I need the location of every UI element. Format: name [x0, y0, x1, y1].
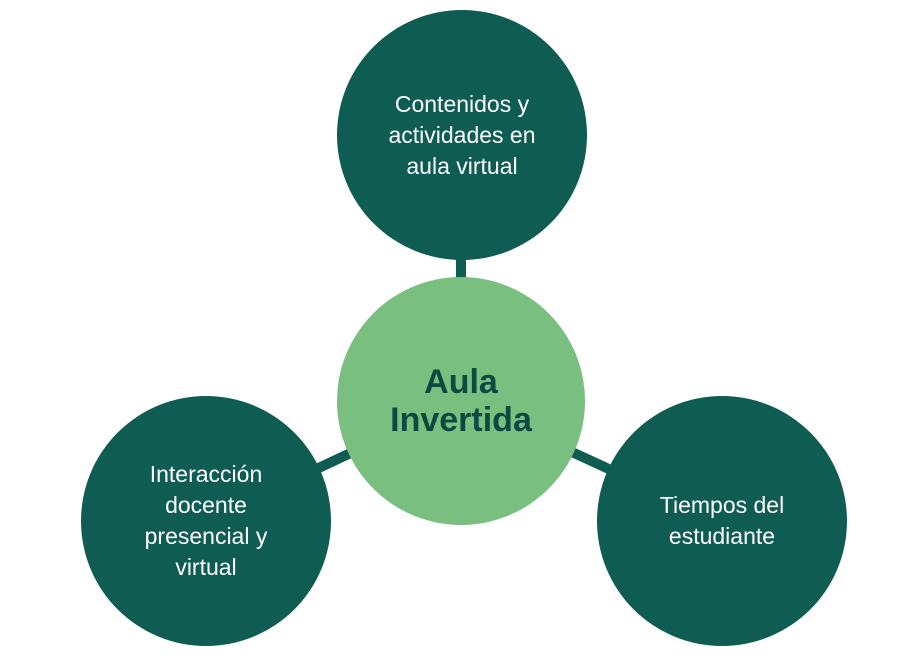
node-interaccion-docente: Interacción docente presencial y virtual	[81, 396, 331, 646]
node-contenidos-label: Contenidos y actividades en aula virtual	[388, 90, 536, 179]
node-aula-invertida: Aula Invertida	[337, 277, 585, 525]
center-title: Aula Invertida	[390, 363, 532, 439]
node-interaccion-label: Interacción docente presencial y virtual	[144, 461, 268, 580]
node-tiempos-estudiante: Tiempos del estudiante	[597, 396, 847, 646]
node-tiempos-label: Tiempos del estudiante	[659, 492, 785, 549]
node-contenidos-actividades: Contenidos y actividades en aula virtual	[337, 10, 587, 260]
